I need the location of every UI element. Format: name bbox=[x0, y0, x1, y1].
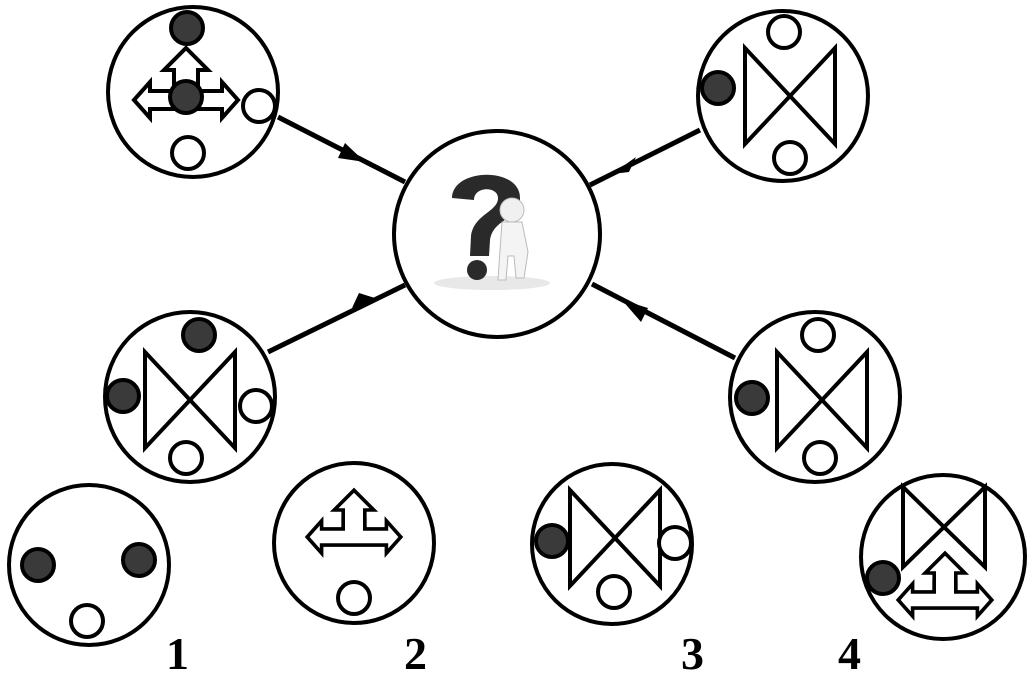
puzzle-circle-top-right bbox=[696, 9, 870, 183]
option-1[interactable] bbox=[7, 483, 171, 647]
option-2[interactable] bbox=[272, 461, 436, 625]
center-question-circle bbox=[392, 129, 602, 339]
puzzle-circle-mid-right bbox=[728, 310, 902, 484]
white-dot bbox=[596, 574, 632, 610]
white-dot bbox=[766, 14, 802, 50]
arrowhead-top-right bbox=[612, 157, 636, 174]
arrowhead-mid-right bbox=[622, 300, 648, 322]
arrow-mid-left bbox=[266, 282, 407, 355]
answer-labels: 1 2 3 4 bbox=[166, 628, 861, 674]
black-dot bbox=[700, 70, 736, 106]
puzzle-circle-top-left bbox=[106, 5, 280, 179]
black-dot bbox=[734, 380, 770, 416]
arrow-mid-right bbox=[590, 281, 737, 361]
black-dot bbox=[181, 317, 217, 353]
white-dot bbox=[772, 140, 808, 176]
white-dot bbox=[336, 580, 372, 616]
black-dot bbox=[534, 523, 570, 559]
arrow-top-right bbox=[588, 127, 702, 188]
option-label-3: 3 bbox=[681, 628, 704, 674]
white-dot bbox=[800, 317, 836, 353]
white-dot bbox=[238, 388, 274, 424]
arrow-top-left bbox=[276, 114, 407, 185]
option-label-2: 2 bbox=[404, 628, 427, 674]
puzzle-circle-mid-left bbox=[103, 310, 277, 484]
black-dot bbox=[865, 560, 901, 596]
white-dot bbox=[170, 135, 206, 171]
white-dot bbox=[168, 440, 204, 476]
black-dot bbox=[169, 10, 205, 46]
connector-arrows bbox=[266, 114, 737, 361]
arrowhead-mid-left bbox=[352, 293, 378, 308]
black-dot bbox=[105, 378, 141, 414]
black-dot bbox=[121, 542, 157, 578]
white-dot bbox=[802, 440, 838, 476]
black-dot bbox=[168, 79, 204, 115]
white-dot bbox=[657, 525, 693, 561]
white-dot bbox=[241, 88, 277, 124]
white-dot bbox=[69, 603, 105, 639]
option-label-1: 1 bbox=[166, 628, 189, 674]
option-3[interactable] bbox=[530, 462, 694, 626]
option-label-4: 4 bbox=[838, 628, 861, 674]
black-dot bbox=[20, 547, 56, 583]
option-4[interactable] bbox=[859, 473, 1027, 641]
arrowhead-top-left bbox=[338, 143, 365, 162]
question-person-icon bbox=[434, 174, 550, 290]
